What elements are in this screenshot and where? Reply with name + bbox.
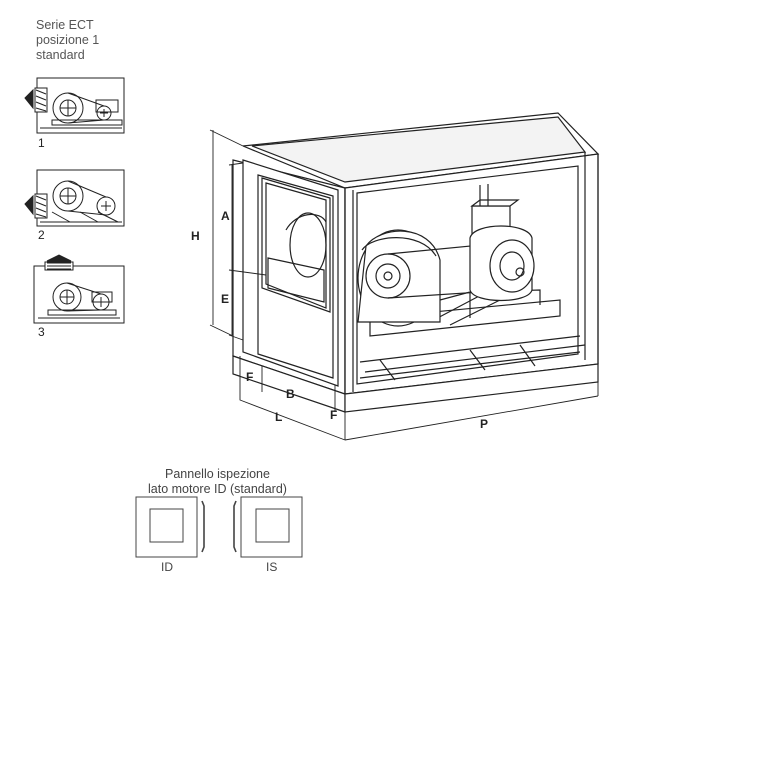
position-1-label: 1 <box>38 136 45 150</box>
dimension-f-left-label: F <box>246 370 254 384</box>
dimension-lines <box>209 129 599 441</box>
fan-motor-position-1-icon <box>24 77 125 134</box>
dimension-f-right-label: F <box>330 408 338 422</box>
dimension-l-label: L <box>275 410 283 424</box>
fan-motor-position-2-icon <box>24 169 125 227</box>
inspection-panel-is-icon <box>233 496 303 558</box>
dimension-p-label: P <box>480 417 489 431</box>
position-2-label: 2 <box>38 228 45 242</box>
inspection-panel-is-caption: IS <box>266 560 278 574</box>
series-name: Serie ECT <box>36 18 94 32</box>
series-position: posizione 1 <box>36 33 100 47</box>
dimension-h-label: H <box>191 229 200 243</box>
position-3-label: 3 <box>38 325 45 339</box>
air-handling-unit-drawing <box>232 112 600 413</box>
dimension-e-label: E <box>221 292 230 306</box>
fan-motor-position-3-icon <box>33 254 125 324</box>
inspection-panel-title: Pannello ispezione lato motore ID (stand… <box>130 467 305 497</box>
inspection-panel-title-line1: Pannello ispezione <box>165 467 270 481</box>
inspection-panel-id-caption: ID <box>161 560 173 574</box>
series-title: Serie ECT posizione 1 standard <box>36 18 99 63</box>
dimension-a-label: A <box>221 209 230 223</box>
inspection-panel-id-icon <box>135 496 205 558</box>
inspection-panel-title-line2: lato motore ID (standard) <box>148 482 287 496</box>
series-standard: standard <box>36 48 85 62</box>
dimension-b-label: B <box>286 387 295 401</box>
